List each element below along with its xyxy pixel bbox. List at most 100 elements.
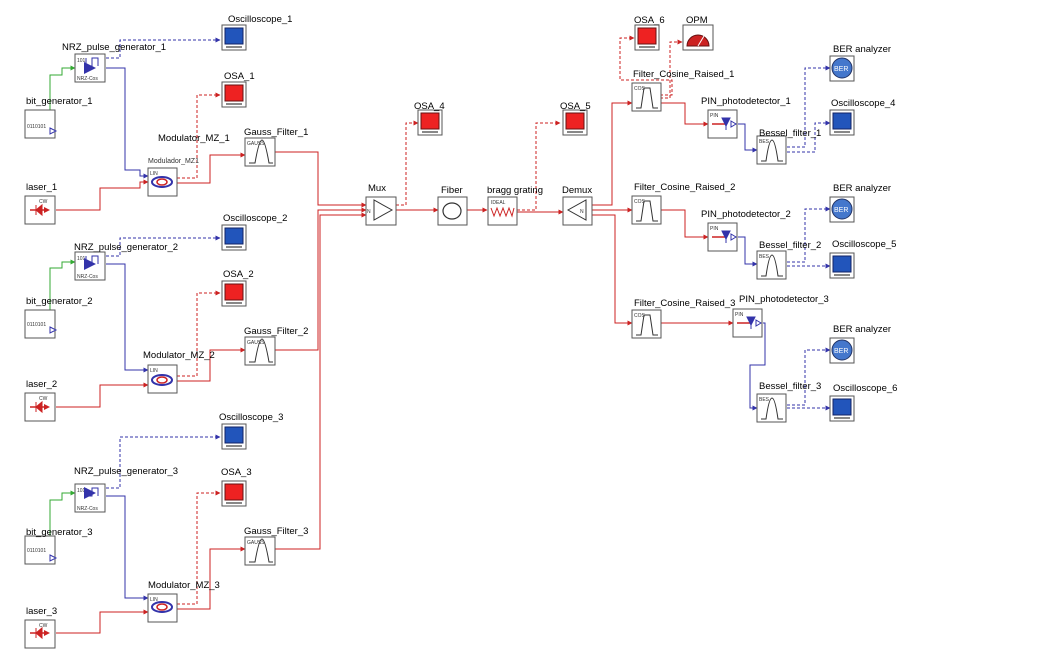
svg-text:LIN: LIN	[150, 368, 158, 374]
nrz-pulse-generator-2-label: NRZ_pulse_generator_2	[74, 242, 178, 253]
oscilloscope-1[interactable]: Oscilloscope_1	[221, 14, 292, 51]
gauss-filter-3-label: Gauss_Filter_3	[244, 526, 308, 537]
wire-nrz3-mod3	[106, 495, 149, 601]
wire-gauss1-mux	[275, 151, 367, 208]
pin-photodetector-3-label: PIN_photodetector_3	[739, 294, 829, 305]
bit-generator-1[interactable]: 0110101 bit_generator_1	[24, 96, 93, 139]
svg-text:101: 101	[77, 58, 86, 64]
osa-2-label: OSA_2	[223, 269, 254, 280]
ber-analyzer-1-label: BER analyzer	[833, 44, 891, 55]
pin-photodetector-2[interactable]: PIN PIN_photodetector_2	[701, 209, 791, 252]
fiber[interactable]: Fiber	[437, 185, 468, 226]
oscilloscope-2-label: Oscilloscope_2	[223, 213, 287, 224]
svg-text:BER: BER	[834, 348, 848, 355]
osa-4[interactable]: OSA_4	[414, 101, 445, 136]
laser-2-label: laser_2	[26, 379, 57, 390]
bit-generator-3-label: bit_generator_3	[26, 527, 93, 538]
modulator-mz-3[interactable]: LIN Modulator_MZ_3	[147, 580, 220, 623]
filter-cosine-raised-3-label: Filter_Cosine_Raised_3	[634, 298, 735, 309]
oscilloscope-2[interactable]: Oscilloscope_2	[221, 213, 287, 251]
nrz-pulse-generator-1[interactable]: 101 NRZ-Cos NRZ_pulse_generator_1	[62, 42, 166, 83]
pin-photodetector-3[interactable]: PIN PIN_photodetector_3	[732, 294, 829, 338]
filter-cosine-raised-2[interactable]: COS Filter_Cosine_Raised_2	[631, 182, 735, 225]
bit-generator-3[interactable]: 0110101 bit_generator_3	[24, 527, 93, 565]
demux[interactable]: N Demux	[562, 185, 593, 226]
svg-text:N: N	[580, 209, 584, 215]
wire-mod1-gauss1	[177, 152, 246, 184]
opm[interactable]: OPM	[682, 15, 714, 51]
bessel-filter-1[interactable]: BES Bessel_filter_1	[756, 128, 821, 165]
osa-1[interactable]: OSA_1	[221, 71, 255, 108]
osa-5[interactable]: OSA_5	[560, 101, 591, 136]
laser-2[interactable]: CW laser_2	[24, 379, 57, 422]
ber-analyzer-3[interactable]: BER BER analyzer	[829, 324, 891, 364]
svg-text:IDEAL: IDEAL	[491, 200, 506, 206]
pin-photodetector-1[interactable]: PIN PIN_photodetector_1	[701, 96, 791, 139]
pin-photodetector-2-label: PIN_photodetector_2	[701, 209, 791, 220]
ber-analyzer-2[interactable]: BER BER analyzer	[829, 183, 891, 223]
osa-2[interactable]: OSA_2	[221, 269, 254, 307]
bragg-grating[interactable]: IDEAL bragg grating	[487, 185, 543, 226]
gauss-filter-2[interactable]: GAUSS Gauss_Filter_2	[244, 326, 308, 366]
mux[interactable]: N Mux	[365, 183, 397, 226]
svg-text:NRZ-Cos: NRZ-Cos	[77, 274, 98, 280]
oscilloscope-3[interactable]: Oscilloscope_3	[219, 412, 283, 450]
wires	[49, 35, 831, 634]
modulator-mz-2[interactable]: LIN Modulator_MZ_2	[143, 350, 215, 394]
oscilloscope-4[interactable]: Oscilloscope_4	[829, 98, 895, 136]
laser-3[interactable]: CW laser_3	[24, 606, 57, 649]
wire-pin2-bessel2	[738, 236, 758, 267]
wire-mod2-osa2	[177, 290, 221, 377]
osa-6[interactable]: OSA_6	[634, 15, 665, 51]
laser-1-label: laser_1	[26, 182, 57, 193]
svg-text:LIN: LIN	[150, 597, 158, 603]
filter-cosine-raised-3[interactable]: COS Filter_Cosine_Raised_3	[631, 298, 735, 339]
osa-1-label: OSA_1	[224, 71, 255, 82]
filter-cosine-raised-2-label: Filter_Cosine_Raised_2	[634, 182, 735, 193]
wire-mux-osa4	[396, 120, 419, 206]
wire-pin3-bessel3	[749, 322, 766, 411]
modulator-mz-3-label: Modulator_MZ_3	[148, 580, 220, 591]
gauss-filter-3[interactable]: GAUSS Gauss_Filter_3	[244, 526, 308, 566]
bit-generator-2[interactable]: 0110101 bit_generator_2	[24, 296, 93, 339]
laser-1[interactable]: CW laser_1	[24, 182, 57, 225]
svg-text:CW: CW	[39, 199, 48, 205]
wire-laser2-mod2	[56, 382, 149, 408]
nrz-pulse-generator-3[interactable]: 101 NRZ-Cos NRZ_pulse_generator_3	[74, 466, 178, 513]
bessel-filter-2[interactable]: BES Bessel_filter_2	[756, 240, 821, 280]
svg-text:NRZ-Cos: NRZ-Cos	[77, 506, 98, 512]
svg-text:LIN: LIN	[150, 171, 158, 177]
nrz-pulse-generator-1-label: NRZ_pulse_generator_1	[62, 42, 166, 53]
filter-cosine-raised-1[interactable]: COS Filter_Cosine_Raised_1	[631, 69, 734, 112]
wire-cos2-pin2	[660, 209, 709, 240]
svg-text:BES: BES	[759, 397, 770, 403]
bit-generator-1-label: bit_generator_1	[26, 96, 93, 107]
wire-bitgen1-nrz1	[49, 65, 76, 130]
gauss-filter-1[interactable]: GAUSS Gauss_Filter_1	[244, 127, 308, 167]
wire-gauss2-mux	[275, 207, 367, 351]
nrz-pulse-generator-3-label: NRZ_pulse_generator_3	[74, 466, 178, 477]
wire-mod1-osa1	[177, 92, 221, 179]
oscilloscope-5-label: Oscilloscope_5	[832, 239, 896, 250]
bessel-filter-3[interactable]: BES Bessel_filter_3	[756, 381, 821, 423]
svg-text:GAUSS: GAUSS	[247, 141, 265, 147]
svg-text:101: 101	[77, 256, 86, 262]
svg-text:GAUSS: GAUSS	[247, 340, 265, 346]
wire-gauss3-mux	[275, 212, 367, 550]
svg-text:PIN: PIN	[710, 113, 719, 119]
oscilloscope-6-label: Oscilloscope_6	[833, 383, 897, 394]
modulator-mz-1[interactable]: LIN Modulador_MZ1 Modulator_MZ_1	[147, 133, 230, 197]
nrz-pulse-generator-2[interactable]: 101 NRZ-Cos NRZ_pulse_generator_2	[74, 242, 178, 281]
osa-3[interactable]: OSA_3	[221, 467, 252, 507]
oscilloscope-6[interactable]: Oscilloscope_6	[829, 383, 897, 422]
osa-4-label: OSA_4	[414, 101, 445, 112]
ber-analyzer-1[interactable]: BER BER analyzer	[829, 44, 891, 82]
oscilloscope-4-label: Oscilloscope_4	[831, 98, 895, 109]
wire-bessel3-ber3	[787, 347, 831, 406]
wire-cos1-pin1	[660, 102, 709, 127]
bessel-filter-2-label: Bessel_filter_2	[759, 240, 821, 251]
svg-text:BES: BES	[759, 139, 770, 145]
oscilloscope-5[interactable]: Oscilloscope_5	[829, 239, 896, 279]
osa-3-label: OSA_3	[221, 467, 252, 478]
modulator-mz-1-label: Modulator_MZ_1	[158, 133, 230, 144]
